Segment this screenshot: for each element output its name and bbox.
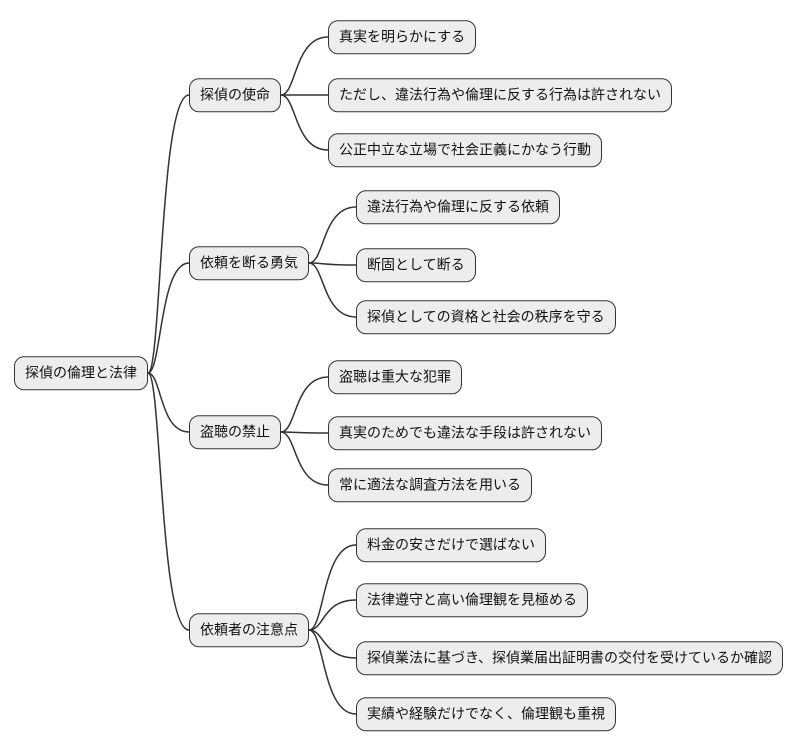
mindmap-edge <box>308 544 357 631</box>
mindmap-edge <box>280 94 329 151</box>
mindmap-leaf-node: 公正中立な立場で社会正義にかなう行動 <box>328 133 602 167</box>
mindmap-leaf-node: 断固として断る <box>356 248 476 282</box>
mindmap-leaf-node: 真実のためでも違法な手段は許されない <box>328 416 602 450</box>
mindmap-edge <box>308 206 357 264</box>
mindmap-edge <box>308 262 357 318</box>
mindmap-leaf-node: 真実を明らかにする <box>328 20 477 54</box>
mindmap-leaf-node: 常に適法な調査方法を用いる <box>328 468 532 502</box>
mindmap-edge <box>280 376 329 433</box>
mindmap-edge <box>147 262 190 374</box>
mindmap-edge <box>308 629 357 715</box>
mindmap-leaf-node: 料金の安さだけで選ばない <box>356 528 546 562</box>
mindmap-edge <box>280 431 329 434</box>
mindmap-edge <box>280 431 329 486</box>
mindmap-edge <box>308 262 357 266</box>
mindmap-branch-node: 盗聴の禁止 <box>189 415 281 449</box>
mindmap-branch-node: 探偵の使命 <box>189 78 281 112</box>
mindmap-leaf-node: 法律遵守と高い倫理観を見極める <box>356 583 588 617</box>
mindmap-edge <box>308 599 357 631</box>
mindmap-edge <box>308 629 357 659</box>
mindmap-leaf-node: 実績や経験だけでなく、倫理観も重視 <box>356 697 616 731</box>
mindmap-root-node: 探偵の倫理と法律 <box>14 356 148 390</box>
mindmap-edge <box>280 36 329 96</box>
mindmap-edge <box>147 372 190 433</box>
mindmap-branch-node: 依頼者の注意点 <box>189 613 309 647</box>
mindmap-leaf-node: 盗聴は重大な犯罪 <box>328 360 462 394</box>
mindmap-edge <box>147 94 190 374</box>
mindmap-leaf-node: 探偵業法に基づき、探偵業届出証明書の交付を受けているか確認 <box>356 641 784 675</box>
mindmap-leaf-node: 違法行為や倫理に反する依頼 <box>356 190 560 224</box>
mindmap-leaf-node: ただし、違法行為や倫理に反する行為は許されない <box>328 78 672 112</box>
mindmap-branch-node: 依頼を断る勇気 <box>189 246 309 280</box>
mindmap-leaf-node: 探偵としての資格と社会の秩序を守る <box>356 300 616 334</box>
mindmap-edge <box>147 372 190 631</box>
